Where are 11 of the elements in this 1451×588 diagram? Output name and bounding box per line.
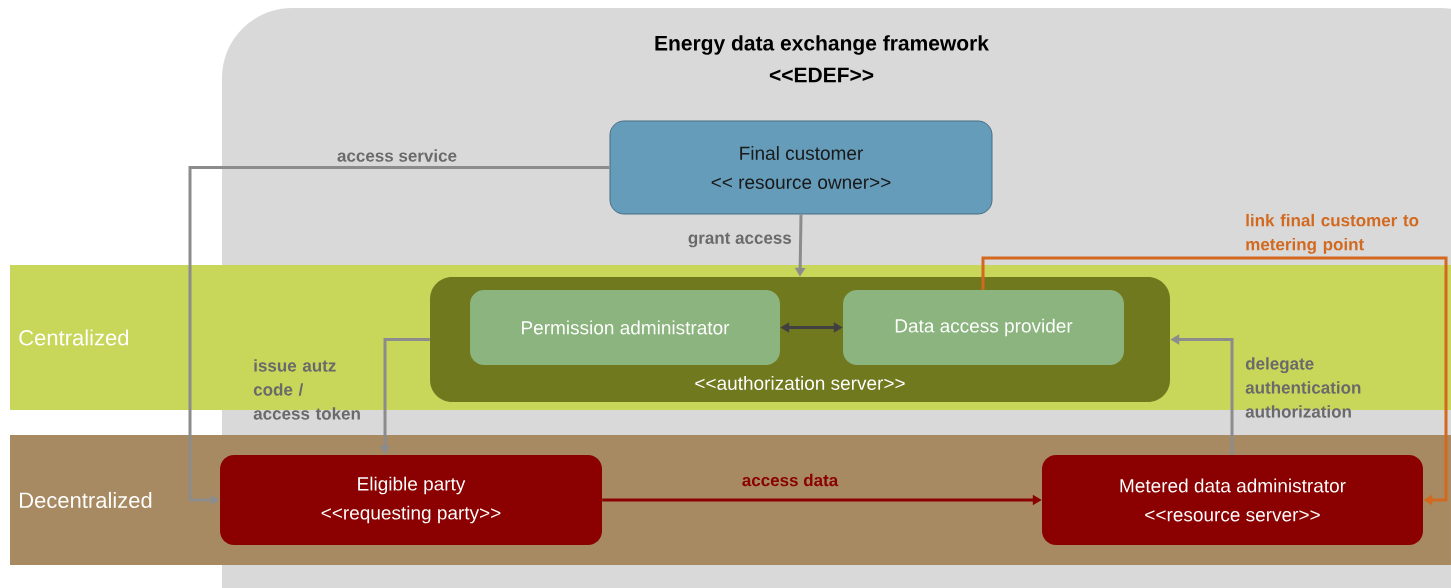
edge-label: access service bbox=[337, 149, 457, 162]
role-box: Final customer << resource owner>> bbox=[609, 120, 993, 215]
role-box: Eligible party <<requesting party>> bbox=[220, 455, 602, 545]
role-box: Metered data administrator <<resource server>> bbox=[1042, 455, 1423, 545]
edge-label: issue autz code / access token bbox=[253, 359, 360, 420]
role-box: Data access provider bbox=[843, 290, 1124, 365]
edge-label: grant access bbox=[688, 232, 792, 248]
role-box: Permission administrator bbox=[470, 290, 780, 365]
edge-label: access data bbox=[742, 473, 839, 487]
arrow bbox=[981, 256, 1448, 506]
edge-label: link final customer to metering point bbox=[1246, 213, 1419, 254]
